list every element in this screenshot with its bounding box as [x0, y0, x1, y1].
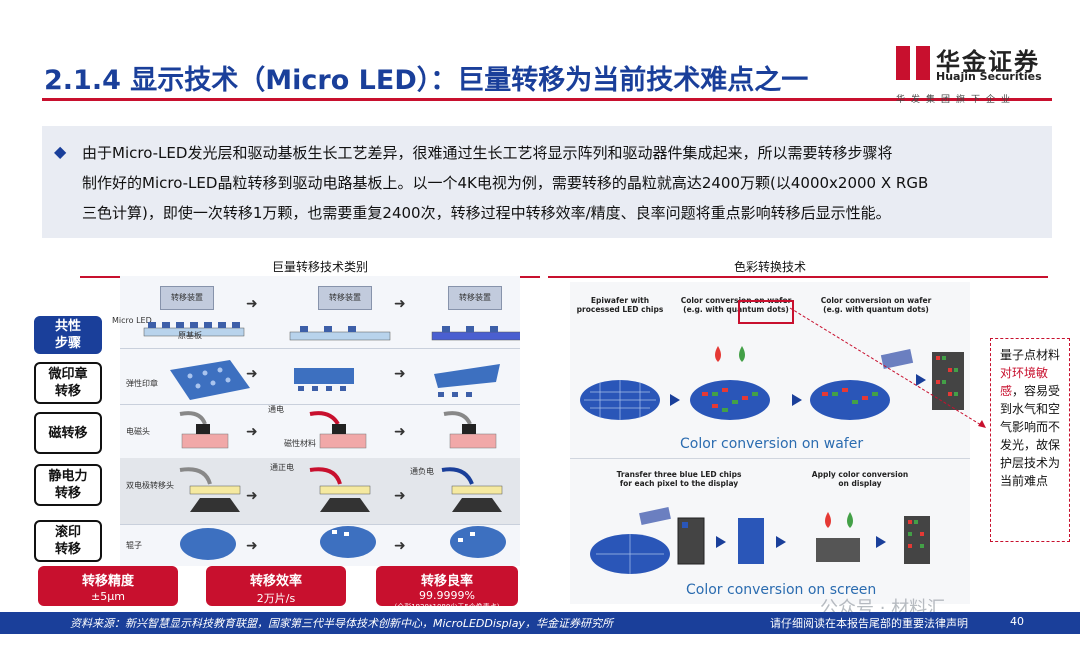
page-number: 40 — [1010, 615, 1024, 628]
step-roll-print[interactable]: 滚印 转移 — [34, 520, 102, 562]
metric-title: 转移精度 — [38, 570, 178, 589]
right-panel-rule — [548, 276, 1048, 278]
annotation-pre: 量子点材料 — [1000, 348, 1060, 362]
metric-value: 99.9999% — [376, 589, 518, 602]
arrow-right-icon: ➜ — [394, 424, 406, 440]
quantum-dots-highlight — [738, 300, 794, 324]
summary-text: 由于Micro-LED发光层和驱动基板生长工艺差异，很难通过生长工艺将显示阵列和… — [82, 138, 1042, 228]
annotation-connector — [788, 304, 992, 434]
summary-line: 制作好的Micro-LED晶粒转移到驱动电路基板上。以一个4K电视为例，需要转移… — [82, 168, 1042, 198]
right-panel-divider — [570, 458, 970, 459]
logo-tagline: 华发集团旗下企业 — [896, 92, 1016, 105]
stamp-label: 弹性印章 — [126, 378, 158, 389]
step-label: 共性 步骤 — [55, 318, 81, 352]
metric-title: 转移良率 — [376, 570, 518, 589]
device-label: 转移装置 — [318, 286, 372, 310]
metric-value: ±5μm — [38, 590, 178, 603]
left-panel-title: 巨量转移技术类别 — [120, 258, 520, 275]
arrow-right-icon: ➜ — [246, 366, 258, 382]
annotation-post: ，容易受到水气和空气影响而不发光，故保护层技术为当前难点 — [1000, 384, 1060, 488]
magnet-head-label: 电磁头 — [126, 426, 150, 437]
transfer-label: Transfer three blue LED chips for each p… — [614, 470, 744, 488]
legal-note: 请仔细阅读在本报告尾部的重要法律声明 — [770, 615, 968, 631]
right-panel-title: 色彩转换技术 — [570, 258, 970, 275]
micro-stamp-diagram — [160, 354, 520, 402]
caption-wafer: Color conversion on wafer — [680, 436, 863, 452]
step-label: 磁转移 — [48, 425, 87, 442]
apply-label: Apply color conversion on display — [800, 470, 920, 488]
step-label: 滚印 转移 — [55, 524, 81, 558]
row-divider — [120, 404, 520, 405]
metric-note: (全彩1920*1080少于5个像素点) — [376, 602, 518, 612]
step-label: 静电力 转移 — [48, 468, 87, 502]
roll-print-diagram — [160, 524, 520, 564]
roller-label: 辊子 — [126, 540, 142, 551]
annotation-text: 量子点材料对环境敏感，容易受到水气和空气影响而不发光，故保护层技术为当前难点 — [1000, 346, 1062, 490]
step-micro-stamp[interactable]: 微印章 转移 — [34, 362, 102, 404]
arrow-right-icon: ➜ — [394, 488, 406, 504]
summary-line: 三色计算)，即使一次转移1万颗，也需要重复2400次，转移过程中转移效率/精度、… — [82, 198, 1042, 228]
arrow-right-icon: ➜ — [246, 538, 258, 554]
step-electrostatic[interactable]: 静电力 转移 — [34, 464, 102, 506]
magnetic-diagram — [160, 406, 520, 456]
arrow-right-icon: ➜ — [246, 296, 258, 312]
device-label: 转移装置 — [448, 286, 502, 310]
arrow-right-icon: ➜ — [394, 366, 406, 382]
source-text: 资料来源：新兴智慧显示科技教育联盟，国家第三代半导体技术创新中心，MicroLE… — [70, 615, 613, 631]
metric-yield: 转移良率 99.9999% (全彩1920*1080少于5个像素点) — [376, 566, 518, 606]
step-common[interactable]: 共性 步骤 — [34, 316, 102, 354]
company-logo: 华金证券 Huajin Securities 华发集团旗下企业 — [896, 44, 1056, 106]
device-label: 转移装置 — [160, 286, 214, 310]
step-magnetic[interactable]: 磁转移 — [34, 412, 102, 454]
metric-precision: 转移精度 ±5μm — [38, 566, 178, 606]
arrow-right-icon: ➜ — [246, 488, 258, 504]
metric-efficiency: 转移效率 2万片/s — [206, 566, 346, 606]
substrate-label: 原基板 — [178, 330, 202, 341]
metric-value: 2万片/s — [206, 590, 346, 606]
screen-process-diagram — [570, 498, 970, 582]
step-label: 微印章 转移 — [48, 366, 87, 400]
epiwafer-label: Epiwafer with processed LED chips — [572, 296, 668, 314]
arrow-right-icon: ➜ — [394, 296, 406, 312]
electrostatic-diagram — [160, 462, 520, 522]
page-title: 2.1.4 显示技术（Micro LED）：巨量转移为当前技术难点之一 — [44, 58, 808, 97]
summary-box: ◆ 由于Micro-LED发光层和驱动基板生长工艺差异，很难通过生长工艺将显示阵… — [42, 126, 1052, 238]
logo-mark-icon — [896, 46, 930, 80]
arrow-right-icon: ➜ — [394, 538, 406, 554]
row-divider — [120, 348, 520, 349]
metric-title: 转移效率 — [206, 570, 346, 589]
arrow-right-icon: ➜ — [246, 424, 258, 440]
summary-line: 由于Micro-LED发光层和驱动基板生长工艺差异，很难通过生长工艺将显示阵列和… — [82, 138, 1042, 168]
diamond-bullet-icon: ◆ — [54, 142, 66, 161]
footer-bar: 资料来源：新兴智慧显示科技教育联盟，国家第三代半导体技术创新中心，MicroLE… — [0, 612, 1080, 634]
logo-en: Huajin Securities — [936, 70, 1042, 83]
